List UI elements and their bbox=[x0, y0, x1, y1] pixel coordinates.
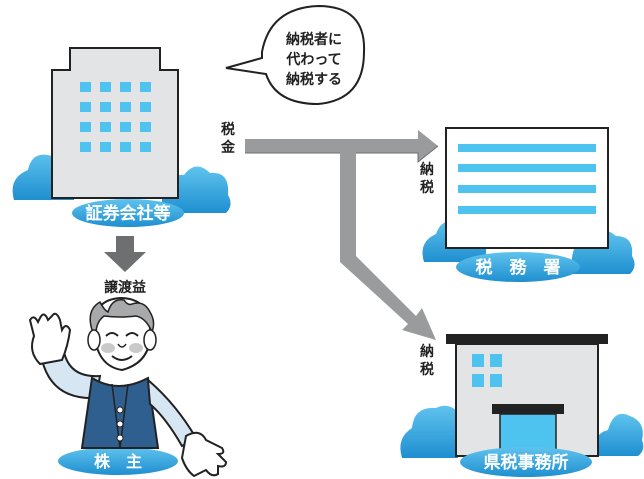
speech-bubble-line1: 納税者に bbox=[286, 31, 342, 48]
securities-building bbox=[51, 47, 179, 199]
payment-label-2a: 納 bbox=[420, 343, 434, 360]
tax-office-label-ellipse bbox=[456, 252, 580, 282]
tax-office-windows bbox=[458, 144, 596, 214]
capital-gain-arrow bbox=[104, 236, 146, 272]
securities-windows bbox=[80, 82, 151, 152]
prefecture-office-windows bbox=[472, 354, 502, 387]
prefecture-office-label: 県税事務所 bbox=[484, 452, 569, 473]
tax-office-label: 税 務 署 bbox=[476, 257, 561, 278]
prefecture-office-door-frame bbox=[492, 404, 564, 414]
tax-office: 税 務 署 bbox=[422, 127, 635, 282]
speech-bubble: 納税者に 代わって 納税する bbox=[225, 4, 366, 106]
prefecture-office-roof bbox=[446, 334, 608, 344]
prefecture-office: 県税事務所 bbox=[400, 334, 644, 477]
capital-gain-label: 譲渡益 bbox=[104, 279, 146, 296]
tax-flow-arrows bbox=[245, 130, 439, 340]
shareholder-label: 株 主 bbox=[94, 452, 142, 471]
securities-label: 証券会社等 bbox=[86, 203, 171, 224]
shareholder: 株 主 bbox=[28, 296, 228, 478]
payment-label-2b: 税 bbox=[420, 361, 434, 378]
prefecture-office-label-ellipse bbox=[460, 447, 592, 477]
payment-label-1a: 納 bbox=[420, 161, 434, 178]
tax-money-label-1: 税 bbox=[221, 121, 235, 138]
arrow-to-tax-office bbox=[245, 130, 438, 162]
arrow-to-prefecture-office bbox=[340, 148, 436, 340]
shareholder-right-hand-icon bbox=[180, 431, 228, 478]
speech-bubble-line3: 納税する bbox=[286, 71, 342, 88]
shareholder-hand-icon bbox=[28, 312, 72, 366]
securities-company: 証券会社等 bbox=[12, 47, 231, 227]
prefecture-office-clouds bbox=[400, 405, 644, 458]
speech-bubble-line2: 代わって bbox=[285, 51, 341, 68]
securities-label-ellipse bbox=[72, 199, 184, 227]
payment-label-1b: 税 bbox=[420, 179, 434, 196]
tax-money-label-2: 金 bbox=[220, 139, 236, 156]
shareholder-label-ellipse bbox=[58, 447, 178, 475]
